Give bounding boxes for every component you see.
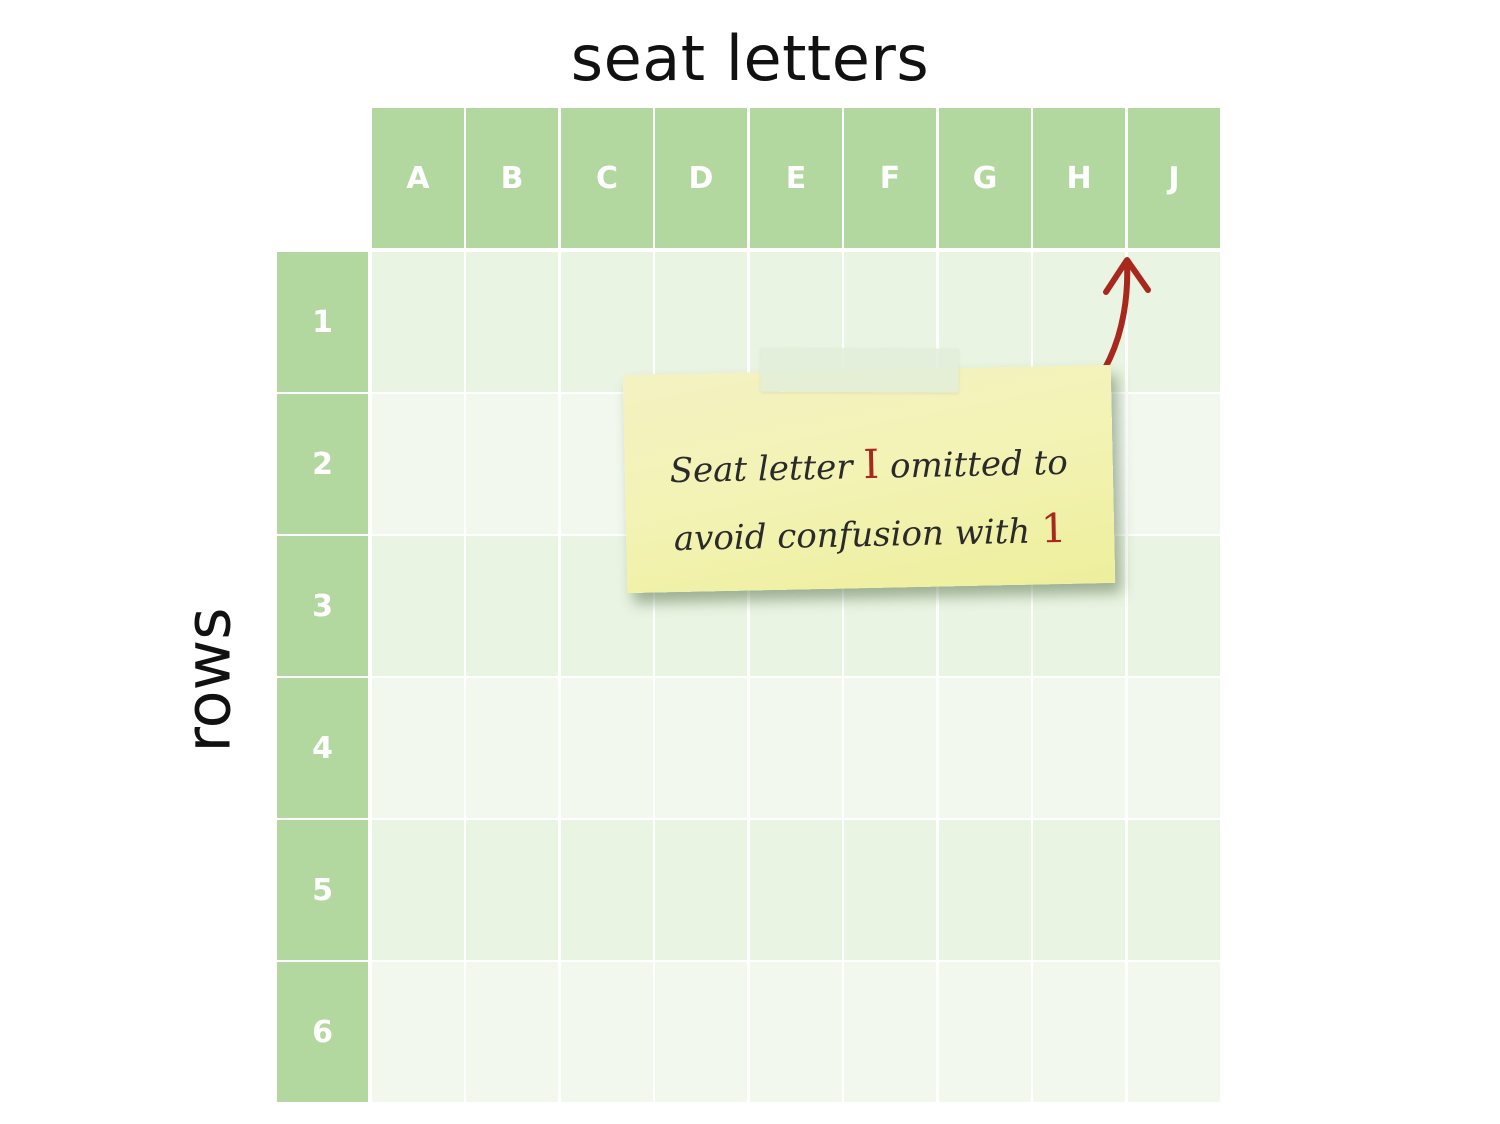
seat-cell-6b <box>466 962 558 1102</box>
row-header-2: 2 <box>277 394 368 534</box>
rows-axis-label: rows <box>171 607 245 753</box>
seat-cell-6h <box>1033 962 1125 1102</box>
row-header-5: 5 <box>277 820 368 960</box>
highlighted-letter-i: I <box>862 441 880 489</box>
seat-cell-2j <box>1128 394 1220 534</box>
sticky-note: Seat letter I omitted to avoid confusion… <box>622 347 1116 594</box>
seat-cell-4f <box>844 678 936 818</box>
seat-cell-1j <box>1128 252 1220 392</box>
column-header-g: G <box>939 108 1031 248</box>
tape-strip <box>760 347 959 393</box>
seat-cell-4e <box>750 678 842 818</box>
seat-cell-6c <box>561 962 653 1102</box>
seat-cell-6d <box>655 962 747 1102</box>
seat-cell-6e <box>750 962 842 1102</box>
highlighted-digit-one: 1 <box>1040 505 1067 553</box>
seat-cell-2a <box>372 394 464 534</box>
note-line-1-prefix: Seat letter <box>669 447 853 492</box>
column-header-a: A <box>372 108 464 248</box>
note-line-2: avoid confusion with 1 <box>625 495 1114 573</box>
seat-cell-5d <box>655 820 747 960</box>
seat-cell-5h <box>1033 820 1125 960</box>
column-header-e: E <box>750 108 842 248</box>
note-line-1: Seat letter I omitted to <box>624 427 1113 505</box>
seat-cell-4j <box>1128 678 1220 818</box>
seat-cell-6g <box>939 962 1031 1102</box>
seat-cell-5a <box>372 820 464 960</box>
seat-cell-4c <box>561 678 653 818</box>
seat-cell-5c <box>561 820 653 960</box>
seat-cell-4h <box>1033 678 1125 818</box>
seat-cell-3a <box>372 536 464 676</box>
column-header-j: J <box>1128 108 1220 248</box>
seat-cell-1c <box>561 252 653 392</box>
seat-cell-1b <box>466 252 558 392</box>
diagram-title: seat letters <box>570 22 930 95</box>
seat-cell-6j <box>1128 962 1220 1102</box>
seat-cell-4b <box>466 678 558 818</box>
column-header-f: F <box>844 108 936 248</box>
seat-cell-3j <box>1128 536 1220 676</box>
note-line-1-suffix: omitted to <box>889 442 1069 487</box>
seat-cell-5f <box>844 820 936 960</box>
seat-cell-2b <box>466 394 558 534</box>
seat-cell-5j <box>1128 820 1220 960</box>
sticky-note-text: Seat letter I omitted to avoid confusion… <box>624 427 1115 573</box>
seat-cell-1a <box>372 252 464 392</box>
column-header-h: H <box>1033 108 1125 248</box>
row-header-3: 3 <box>277 536 368 676</box>
column-header-c: C <box>561 108 653 248</box>
seat-cell-4d <box>655 678 747 818</box>
row-header-1: 1 <box>277 252 368 392</box>
column-header-b: B <box>466 108 558 248</box>
seat-cell-4g <box>939 678 1031 818</box>
seat-cell-6f <box>844 962 936 1102</box>
note-line-2-prefix: avoid confusion with <box>673 511 1031 560</box>
seat-cell-5b <box>466 820 558 960</box>
row-header-4: 4 <box>277 678 368 818</box>
seat-cell-3b <box>466 536 558 676</box>
seat-cell-5g <box>939 820 1031 960</box>
seat-cell-1d <box>655 252 747 392</box>
row-header-6: 6 <box>277 962 368 1102</box>
seat-cell-4a <box>372 678 464 818</box>
seat-cell-6a <box>372 962 464 1102</box>
seat-cell-5e <box>750 820 842 960</box>
column-header-d: D <box>655 108 747 248</box>
